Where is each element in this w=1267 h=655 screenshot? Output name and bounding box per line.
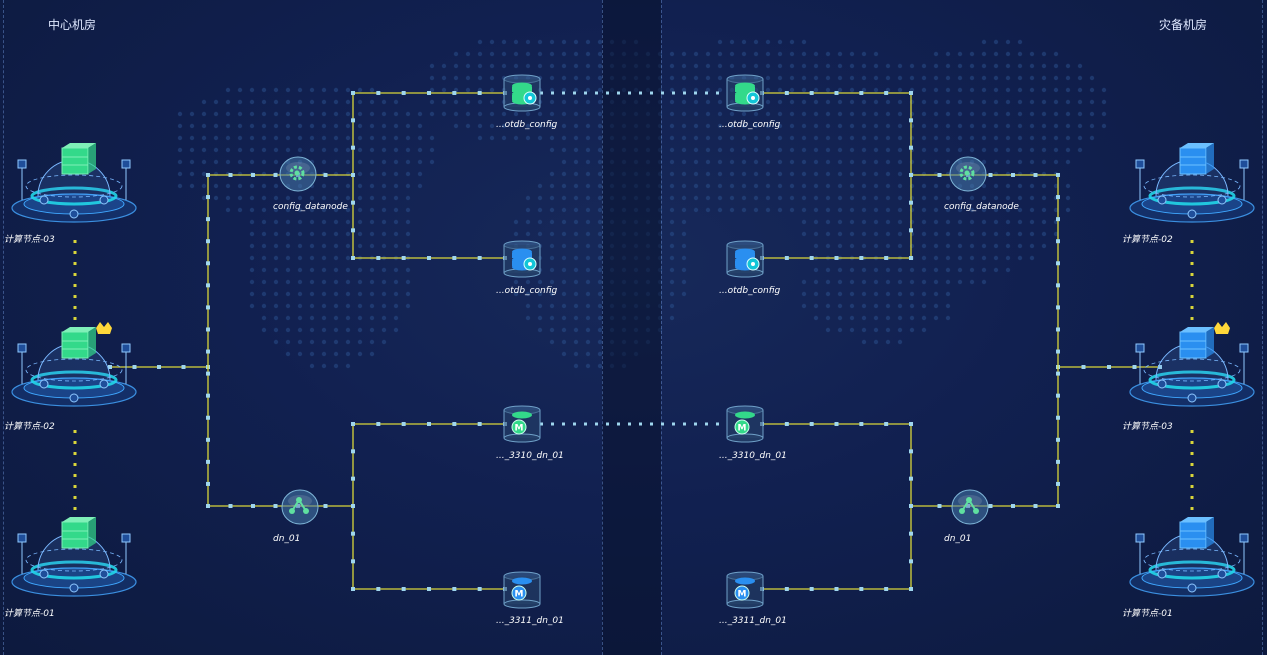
config-db-label: ...otdb_config [496,120,558,130]
compute-node-icon[interactable] [1128,512,1256,606]
dn-node-label: dn_01 [944,534,972,544]
svg-text:M: M [515,590,524,600]
panel-border-center-right [661,0,662,655]
config-db-label: ...otdb_config [496,286,558,296]
config-datanode-label: config_datanode [273,202,348,212]
dn-db-label: ..._3311_dn_01 [496,616,564,626]
config-db-icon[interactable] [502,239,542,283]
dn-node-icon[interactable] [280,488,320,530]
room-title-backup: 灾备机房 [1159,18,1208,32]
dn-node-icon[interactable] [950,488,990,530]
compute-node-label: 计算节点-03 [4,235,55,245]
dn-db-label: ..._3310_dn_01 [496,451,564,461]
panel-border-left [3,0,4,655]
dn-db-label: ..._3311_dn_01 [719,616,787,626]
compute-node-icon[interactable] [1128,138,1256,232]
dn-db-icon[interactable]: M [502,570,542,614]
compute-node-label: 计算节点-01 [1122,609,1173,619]
config-datanode-gear-icon[interactable] [278,155,318,197]
config-db-icon[interactable] [725,239,765,283]
compute-node-icon[interactable] [10,322,138,416]
compute-node-icon[interactable] [10,138,138,232]
compute-node-icon[interactable] [1128,322,1256,416]
svg-text:M: M [738,590,747,600]
compute-node-label: 计算节点-02 [1122,235,1173,245]
dn-db-icon[interactable]: M [502,404,542,448]
compute-node-label: 计算节点-02 [4,422,55,432]
config-db-icon[interactable] [725,73,765,117]
panel-border-center-left [602,0,603,655]
compute-node-label: 计算节点-01 [4,609,55,619]
dn-node-label: dn_01 [273,534,301,544]
config-db-label: ...otdb_config [719,120,781,130]
config-datanode-label: config_datanode [944,202,1019,212]
compute-node-label: 计算节点-03 [1122,422,1173,432]
svg-text:M: M [738,424,747,434]
compute-node-icon[interactable] [10,512,138,606]
divider-band [602,0,661,655]
panel-border-right [1262,0,1263,655]
dn-db-label: ..._3310_dn_01 [719,451,787,461]
room-title-center: 中心机房 [48,18,97,32]
config-datanode-gear-icon[interactable] [948,155,988,197]
svg-text:M: M [515,424,524,434]
dn-db-icon[interactable]: M [725,570,765,614]
config-db-label: ...otdb_config [719,286,781,296]
dn-db-icon[interactable]: M [725,404,765,448]
config-db-icon[interactable] [502,73,542,117]
